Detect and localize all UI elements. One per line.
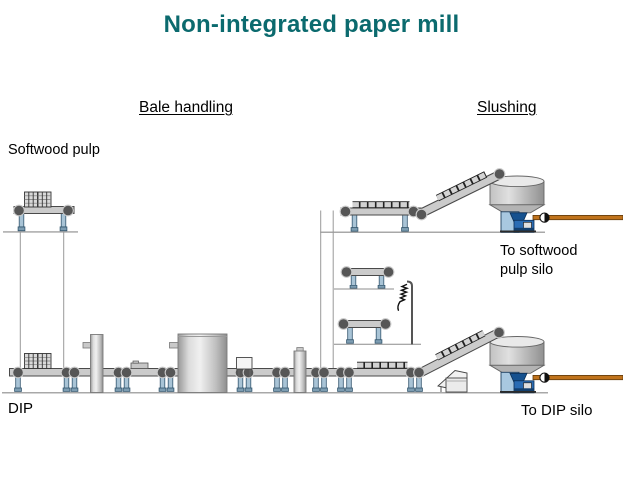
conveyor-leg bbox=[59, 213, 68, 232]
standpipe-column-2 bbox=[293, 347, 307, 393]
section-label-bale-handling: Bale handling bbox=[139, 99, 233, 116]
discharge-pipe-dip bbox=[532, 374, 623, 381]
pulp-bale-stack bbox=[24, 191, 38, 208]
mid-conveyor-upper bbox=[340, 266, 395, 289]
conveyor-roller bbox=[343, 366, 355, 379]
conveyor-roller bbox=[379, 318, 392, 330]
incline-conveyor-dip bbox=[405, 326, 505, 379]
removed-wires-icon bbox=[397, 283, 410, 311]
storage-tank bbox=[169, 333, 228, 393]
conveyor-leg bbox=[374, 327, 383, 344]
conveyor-roller bbox=[12, 366, 24, 379]
conveyor-roller bbox=[493, 168, 506, 180]
conveyor-roller bbox=[120, 366, 133, 379]
pulp-bale-stack bbox=[24, 353, 38, 369]
conveyor-roller bbox=[493, 326, 505, 339]
dewiring-machine bbox=[437, 370, 468, 393]
conveyor-roller bbox=[382, 266, 395, 278]
conveyor-unit-box bbox=[236, 357, 253, 377]
softwood-infeed-conveyor bbox=[13, 191, 75, 232]
conveyor-leg bbox=[350, 214, 359, 232]
incline-conveyor-softwood bbox=[407, 168, 506, 221]
bale-row bbox=[435, 330, 485, 360]
conveyor-leg bbox=[401, 214, 409, 232]
conveyor-roller bbox=[337, 318, 350, 330]
conveyor-roller bbox=[62, 204, 74, 217]
pulp-bale-stack bbox=[37, 191, 52, 208]
label-softwood-pulp: Softwood pulp bbox=[8, 142, 100, 158]
label-dip: DIP bbox=[8, 400, 34, 417]
bale-sled bbox=[130, 360, 149, 369]
wire-removal-mast bbox=[406, 280, 413, 345]
discharge-pipe-softwood bbox=[532, 214, 623, 221]
mid-conveyor-lower bbox=[337, 318, 392, 344]
section-label-slushing: Slushing bbox=[477, 99, 537, 116]
label-to-softwood-pulp-silo: To softwood pulp silo bbox=[500, 243, 578, 278]
conveyor-roller bbox=[68, 366, 81, 379]
conveyor-roller bbox=[413, 366, 425, 379]
conveyor-roller bbox=[339, 205, 352, 218]
standpipe-column-1 bbox=[82, 334, 104, 393]
bale-elevator-shaft-center bbox=[320, 210, 334, 369]
conveyor-roller bbox=[164, 366, 177, 379]
page-title: Non-integrated paper mill bbox=[163, 11, 460, 38]
pump-icon-dip bbox=[539, 372, 550, 383]
conveyor-roller bbox=[340, 266, 353, 278]
pulp-bale-stack bbox=[37, 353, 52, 369]
conveyor-roller bbox=[279, 366, 291, 379]
label-to-dip-silo: To DIP silo bbox=[521, 402, 593, 419]
conveyor-leg bbox=[349, 275, 358, 289]
conveyor-roller bbox=[13, 204, 25, 217]
conveyor-leg bbox=[377, 275, 386, 289]
slushing-feed-conveyor bbox=[339, 201, 422, 232]
conveyor-roller bbox=[415, 208, 428, 221]
bale-row bbox=[436, 172, 487, 201]
conveyor-leg bbox=[346, 327, 354, 344]
conveyor-roller bbox=[318, 366, 330, 379]
bale-elevator-shaft-left bbox=[19, 231, 65, 369]
pulper-dip bbox=[489, 336, 545, 394]
pump-icon-softwood bbox=[539, 212, 550, 223]
pulper-softwood bbox=[489, 175, 545, 233]
